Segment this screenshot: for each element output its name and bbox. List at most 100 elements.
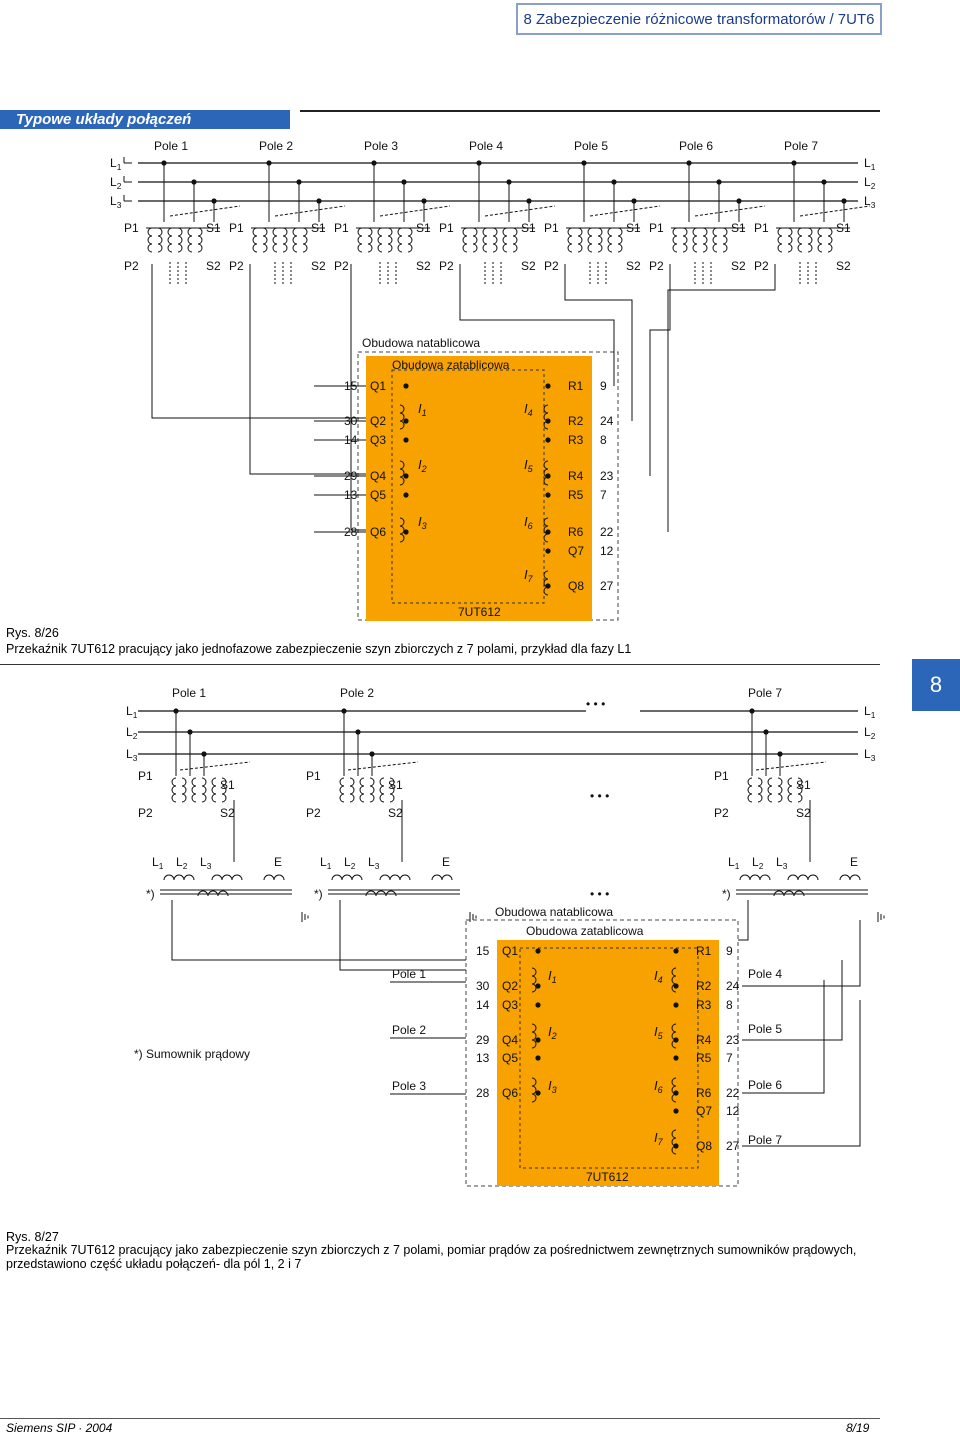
section-title: Typowe układy połączeń bbox=[0, 110, 290, 129]
terminal-number: 28 bbox=[476, 1086, 490, 1100]
pole-wire bbox=[742, 980, 825, 1094]
phase-label-right: L1 bbox=[864, 704, 876, 720]
current-transformer bbox=[201, 777, 207, 803]
sum-label: L3 bbox=[776, 855, 788, 871]
terminal-q: Q4 bbox=[370, 469, 386, 483]
terminal-dot bbox=[545, 492, 551, 498]
sum-label: E bbox=[274, 855, 282, 869]
phase-label-right: L3 bbox=[864, 747, 876, 763]
phase-label-right: L2 bbox=[864, 725, 876, 741]
ct-label-s1: S1 bbox=[416, 221, 431, 235]
phase-label-left: L2 bbox=[110, 175, 122, 191]
secondary-wire bbox=[738, 900, 749, 941]
terminal-number: 15 bbox=[476, 944, 490, 958]
disconnector bbox=[589, 205, 661, 217]
pole-label: Pole 6 bbox=[679, 139, 713, 153]
terminal-dot bbox=[403, 529, 409, 535]
terminal-r: R5 bbox=[568, 488, 584, 502]
terminal-dot bbox=[673, 1055, 679, 1061]
inner-enclosure-label: Obudowa zatablicowa bbox=[526, 924, 644, 938]
current-transformer bbox=[181, 777, 187, 803]
ct-label-s2: S2 bbox=[731, 259, 746, 273]
current-transformer bbox=[712, 227, 718, 253]
summing-note: *) Sumownik prądowy bbox=[134, 1047, 250, 1061]
ct-label-p1: P1 bbox=[714, 769, 729, 783]
secondary-wire bbox=[459, 264, 615, 386]
terminal-q: Q1 bbox=[502, 944, 518, 958]
ct-label-p2: P2 bbox=[306, 806, 321, 820]
terminal-number: 23 bbox=[600, 469, 614, 483]
asterisk: *) bbox=[722, 887, 731, 901]
input-label: I3 bbox=[548, 1078, 557, 1095]
ct-label-s2: S2 bbox=[220, 806, 235, 820]
summing-coil bbox=[787, 874, 819, 881]
secondary-wire bbox=[564, 264, 633, 421]
pole-label: Pole 3 bbox=[364, 139, 398, 153]
terminal-r: R6 bbox=[568, 525, 584, 539]
terminal-q: Q4 bbox=[502, 1033, 518, 1047]
terminal-number: 9 bbox=[726, 944, 733, 958]
input-coil bbox=[531, 1077, 537, 1103]
ct-label-s1: S1 bbox=[796, 778, 811, 792]
secondary-wire bbox=[151, 264, 366, 419]
input-label: I5 bbox=[524, 457, 534, 474]
pole-wire bbox=[742, 920, 861, 987]
terminal-r: R4 bbox=[696, 1033, 712, 1047]
pole-label: Pole 2 bbox=[340, 686, 374, 700]
current-transformer bbox=[221, 777, 227, 803]
terminal-r: Q7 bbox=[696, 1104, 712, 1118]
input-coil bbox=[671, 1023, 677, 1049]
current-transformer bbox=[787, 777, 793, 803]
input-label: I5 bbox=[654, 1024, 664, 1041]
input-coil bbox=[543, 570, 549, 596]
terminal-dot bbox=[545, 383, 551, 389]
terminal-dot bbox=[673, 1108, 679, 1114]
terminal-number: 24 bbox=[600, 414, 614, 428]
caption-divider bbox=[0, 664, 880, 665]
terminal-dot bbox=[535, 1002, 541, 1008]
phase-label-left: L1 bbox=[110, 156, 122, 172]
ct-label-p1: P1 bbox=[306, 769, 321, 783]
chapter-tab: 8 bbox=[912, 659, 960, 711]
input-label: I4 bbox=[524, 401, 533, 418]
terminal-r: R2 bbox=[568, 414, 584, 428]
input-pole-label: Pole 3 bbox=[392, 1079, 426, 1093]
input-coil bbox=[543, 404, 549, 430]
sum-label: L1 bbox=[320, 855, 332, 871]
ellipsis: • • • bbox=[590, 887, 609, 901]
current-transformer bbox=[797, 777, 803, 803]
current-transformer bbox=[827, 227, 833, 253]
input-coil bbox=[671, 967, 677, 993]
terminal-q: Q5 bbox=[502, 1051, 518, 1065]
terminal-number: 7 bbox=[726, 1051, 733, 1065]
ct-label-p2: P2 bbox=[649, 259, 664, 273]
phase-label-left: L3 bbox=[126, 747, 138, 763]
current-transformer bbox=[492, 227, 498, 253]
terminal-number: 9 bbox=[600, 379, 607, 393]
ct-label-s2: S2 bbox=[206, 259, 221, 273]
disconnector bbox=[347, 761, 419, 771]
terminal-dot bbox=[403, 437, 409, 443]
current-transformer bbox=[272, 227, 278, 253]
terminal-number: 24 bbox=[726, 979, 740, 993]
terminal-r: R5 bbox=[696, 1051, 712, 1065]
terminal-q: Q6 bbox=[502, 1086, 518, 1100]
ct-label-p2: P2 bbox=[544, 259, 559, 273]
enclosure-panel bbox=[519, 947, 699, 1169]
current-transformer bbox=[797, 227, 803, 253]
current-transformer bbox=[167, 227, 173, 253]
current-transformer bbox=[211, 777, 217, 803]
input-pole-label: Pole 2 bbox=[392, 1023, 426, 1037]
ct-label-s1: S1 bbox=[220, 778, 235, 792]
ct-label-p1: P1 bbox=[439, 221, 454, 235]
ct-label-s1: S1 bbox=[731, 221, 746, 235]
current-transformer bbox=[672, 227, 678, 253]
terminal-dot bbox=[535, 1037, 541, 1043]
pole-label: Pole 4 bbox=[469, 139, 503, 153]
ct-label-p1: P1 bbox=[124, 221, 139, 235]
current-transformer bbox=[389, 777, 395, 803]
pole-label: Pole 1 bbox=[172, 686, 206, 700]
input-label: I1 bbox=[418, 401, 427, 418]
terminal-dot bbox=[673, 1002, 679, 1008]
